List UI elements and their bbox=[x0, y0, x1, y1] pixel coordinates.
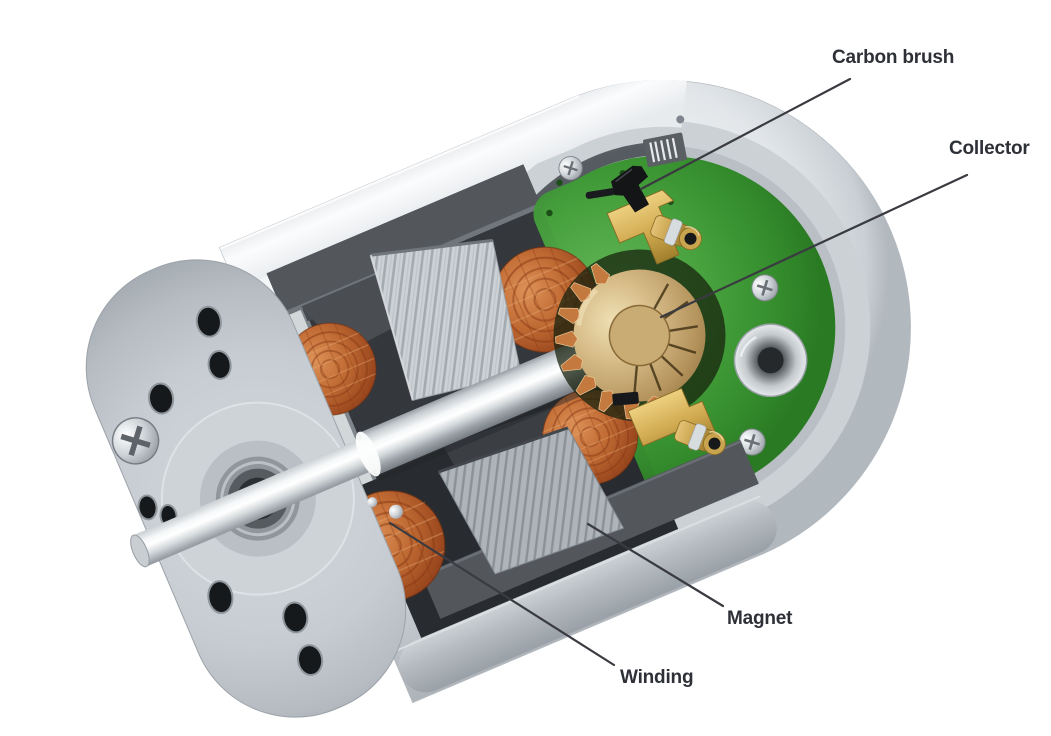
through-hole-funnel bbox=[733, 323, 808, 398]
brush-assembly-bottom bbox=[612, 387, 731, 461]
lamination-lower bbox=[438, 426, 625, 575]
collector bbox=[553, 249, 726, 422]
leader-line-magnet bbox=[586, 522, 725, 608]
label-winding: Winding bbox=[620, 667, 694, 688]
leader-line-carbon-brush bbox=[639, 77, 852, 191]
rim-dimple bbox=[676, 115, 685, 124]
barcode-mark bbox=[643, 132, 687, 168]
carbon-brush-arm bbox=[585, 188, 616, 199]
housing-top-highlight bbox=[219, 94, 580, 250]
housing-bottom-edge bbox=[395, 495, 761, 652]
bearing-ball bbox=[388, 504, 403, 519]
bearing-ball bbox=[367, 497, 378, 508]
can-wall bbox=[266, 164, 541, 314]
carbon-brush-lower bbox=[612, 391, 639, 406]
lamination-upper bbox=[369, 238, 522, 401]
mounting-holes bbox=[137, 305, 324, 677]
housing-bottom-band bbox=[398, 500, 777, 693]
label-carbon-brush: Carbon brush bbox=[832, 47, 955, 68]
phillips-screw bbox=[111, 417, 160, 465]
leader-lines bbox=[388, 77, 969, 667]
label-magnet: Magnet bbox=[727, 608, 793, 629]
label-collector: Collector bbox=[949, 138, 1030, 159]
brush-assembly-top bbox=[585, 165, 707, 265]
housing-top-band bbox=[219, 79, 687, 289]
shaft-collar bbox=[355, 431, 381, 477]
leader-line-winding bbox=[388, 521, 616, 667]
brush-bracket bbox=[606, 189, 680, 265]
leader-line-collector bbox=[659, 173, 969, 319]
shaft-tip bbox=[130, 534, 150, 568]
